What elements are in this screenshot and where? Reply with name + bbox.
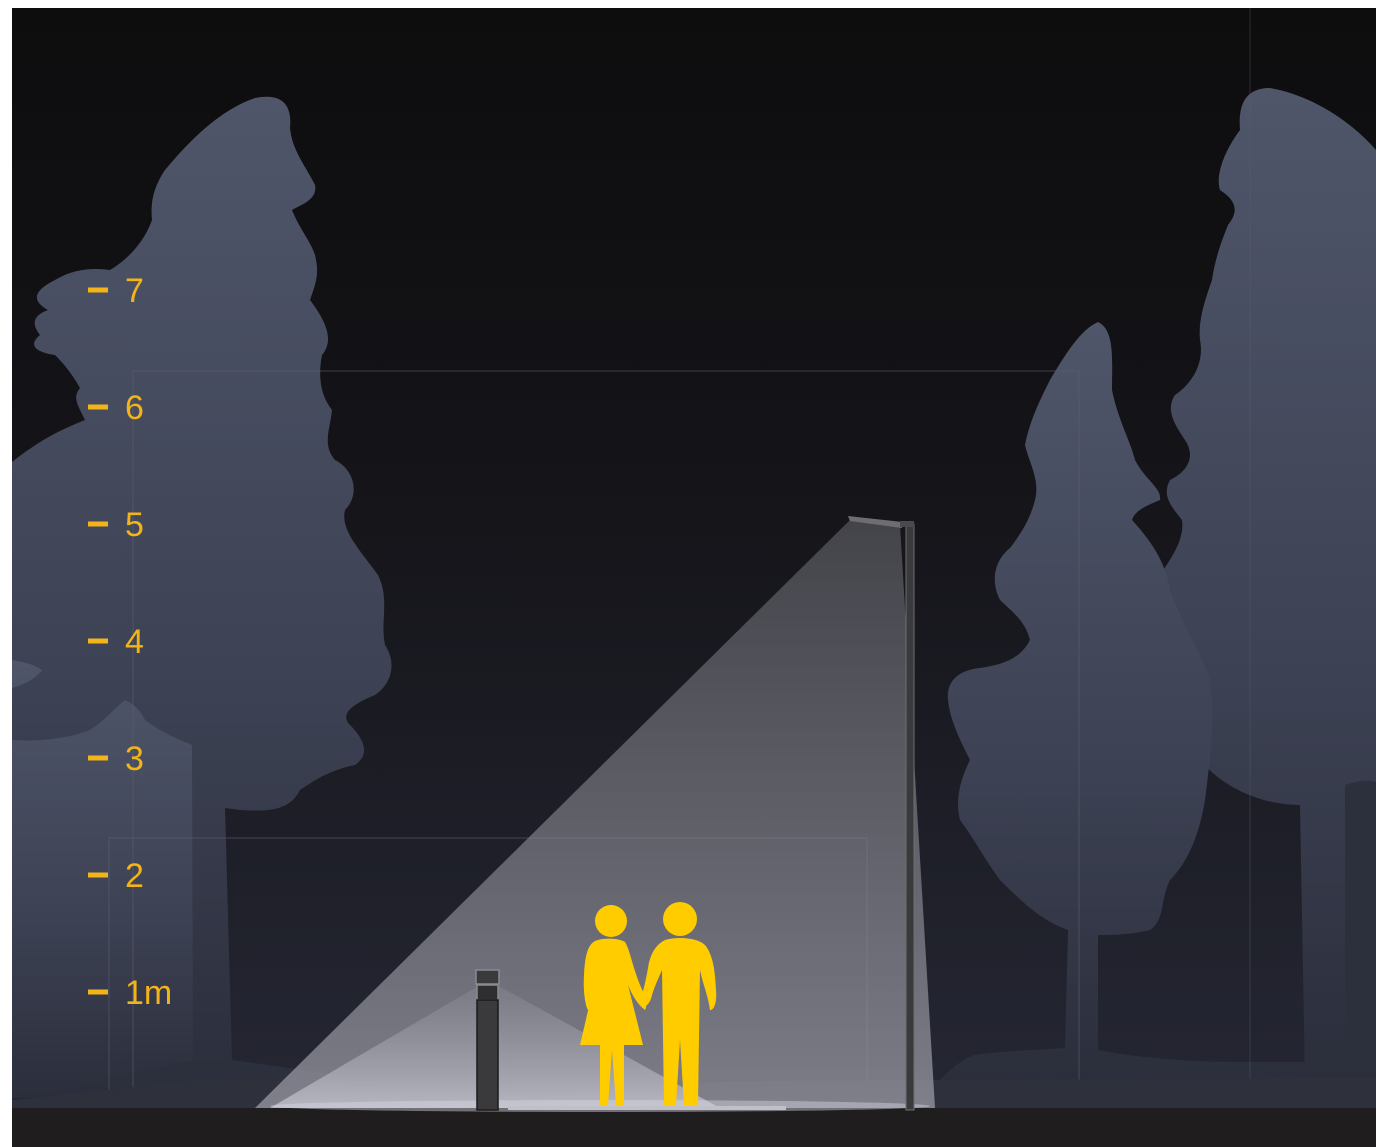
- scale-label: 1m: [125, 974, 172, 1012]
- pole: [905, 523, 915, 1111]
- scale-label: 5: [125, 506, 144, 544]
- scale-tick: [88, 872, 108, 878]
- scale-tick: [88, 521, 108, 527]
- right-tree-back: [1160, 88, 1376, 1080]
- scale-tick: [88, 638, 108, 644]
- woman-figure: [580, 905, 647, 1105]
- scale-tick: [88, 287, 108, 293]
- scale-tick: [88, 755, 108, 761]
- pole-street-light: [848, 516, 915, 1111]
- scale-tick: [88, 404, 108, 410]
- pole-bracket: [900, 521, 914, 527]
- scale-label: 2: [125, 857, 144, 895]
- man-figure: [640, 902, 717, 1105]
- walkway-strip: [508, 1106, 786, 1110]
- guide-frame-upper: [132, 370, 1080, 1147]
- height-scale: 7 6 5 4 3 2 1m: [88, 272, 172, 1012]
- scale-label: 3: [125, 740, 144, 778]
- bollard-head: [476, 984, 499, 1001]
- bollard-light: [475, 969, 500, 1111]
- right-tree-front: [940, 322, 1305, 1080]
- bollard-body: [476, 999, 499, 1111]
- couple-figures: [580, 902, 717, 1105]
- bollard-cap: [475, 969, 500, 985]
- scale-label: 6: [125, 389, 144, 427]
- scale-tick: [88, 989, 108, 995]
- right-tree-trunk: [1345, 780, 1376, 1058]
- luminaire-head: [848, 516, 902, 528]
- ground: [12, 1108, 1376, 1147]
- scale-label: 4: [125, 623, 144, 661]
- pole-light-beam: [255, 520, 935, 1108]
- left-tree-lower-foliage: [12, 660, 193, 1098]
- scale-label: 7: [125, 272, 144, 310]
